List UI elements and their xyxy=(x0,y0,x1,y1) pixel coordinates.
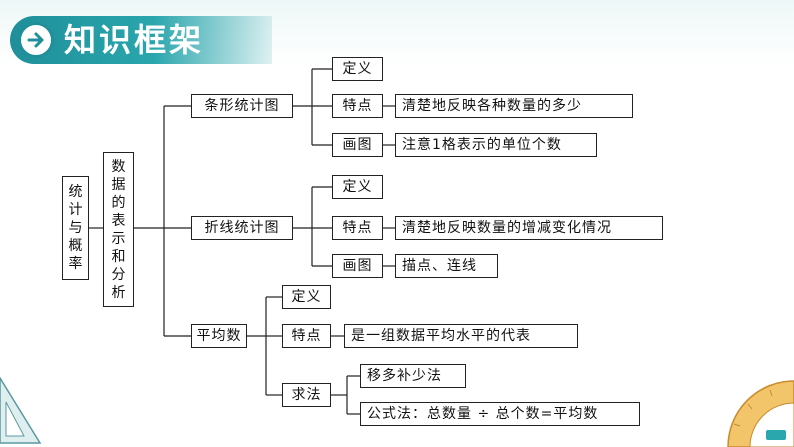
arrow-right-icon xyxy=(27,32,44,48)
root-char: 计 xyxy=(68,202,83,218)
average-method-box: 求法 xyxy=(282,383,331,407)
bar-definition-box: 定义 xyxy=(332,57,383,81)
line-feature-box: 特点 xyxy=(332,216,383,240)
average-definition-box: 定义 xyxy=(282,285,331,309)
triangle-ruler-icon xyxy=(0,376,42,444)
bar-drawing-text-box: 注意1格表示的单位个数 xyxy=(395,133,597,157)
sub-char: 和 xyxy=(111,248,126,265)
root-char: 概 xyxy=(68,238,83,254)
page-title: 知识框架 xyxy=(64,21,205,59)
root-char: 与 xyxy=(68,220,83,236)
method-1-box: 移多补少法 xyxy=(360,364,466,388)
average-feature-box: 特点 xyxy=(282,324,331,348)
line-drawing-box: 画图 xyxy=(332,254,383,278)
sub-char: 据 xyxy=(111,176,126,193)
sub-char: 示 xyxy=(111,230,126,247)
root-box: 统 计 与 概 率 xyxy=(62,176,89,280)
average-feature-text-box: 是一组数据平均水平的代表 xyxy=(344,324,578,348)
bar-chart-box: 条形统计图 xyxy=(191,94,293,118)
line-chart-box: 折线统计图 xyxy=(191,216,293,240)
sub-char: 的 xyxy=(111,194,126,211)
root-char: 率 xyxy=(68,256,83,272)
sub-char: 析 xyxy=(111,284,126,301)
line-drawing-text-box: 描点、连线 xyxy=(395,254,498,278)
method-2-box: 公式法：总数量 ÷ 总个数=平均数 xyxy=(360,402,640,426)
protractor-icon xyxy=(727,380,794,447)
sub-char: 数 xyxy=(111,158,126,175)
root-char: 统 xyxy=(68,184,83,200)
bar-feature-text-box: 清楚地反映各种数量的多少 xyxy=(395,94,633,118)
line-definition-box: 定义 xyxy=(332,175,383,199)
sub-char: 分 xyxy=(111,266,126,283)
title-badge xyxy=(18,22,54,58)
average-box: 平均数 xyxy=(191,324,247,348)
line-feature-text-box: 清楚地反映数量的增减变化情况 xyxy=(395,216,663,240)
sub-box: 数 据 的 表 示 和 分 析 xyxy=(103,152,134,307)
sub-char: 表 xyxy=(111,212,126,229)
bar-feature-box: 特点 xyxy=(332,94,383,118)
bar-drawing-box: 画图 xyxy=(332,133,383,157)
